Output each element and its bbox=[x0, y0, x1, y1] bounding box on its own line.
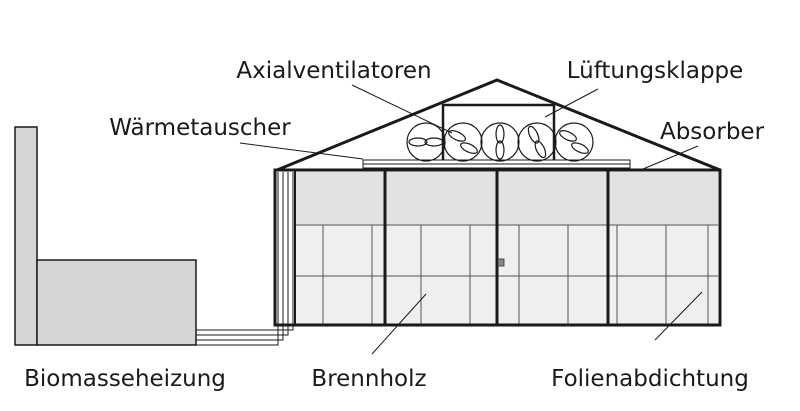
heat-exchanger bbox=[362, 159, 631, 169]
label-axialventilatoren: Axialventilatoren bbox=[236, 58, 432, 84]
label-folienabdichtung: Folienabdichtung bbox=[551, 366, 749, 392]
chimney bbox=[14, 126, 38, 346]
fan bbox=[554, 122, 594, 162]
fan bbox=[517, 122, 557, 162]
wall-lower bbox=[295, 225, 718, 325]
wall-grid bbox=[295, 224, 718, 325]
label-biomasseheizung: Biomasseheizung bbox=[24, 366, 226, 392]
leader-lines bbox=[239, 84, 703, 355]
ventilation-flap bbox=[441, 103, 556, 172]
label-lueftungsklappe: Lüftungsklappe bbox=[566, 58, 744, 84]
fan bbox=[443, 122, 483, 162]
label-absorber: Absorber bbox=[659, 119, 765, 145]
label-brennholz: Brennholz bbox=[311, 366, 427, 392]
label-waermetauscher: Wärmetauscher bbox=[109, 115, 291, 141]
building-frame bbox=[273, 78, 722, 327]
fan bbox=[480, 122, 520, 162]
absorber-band bbox=[295, 172, 718, 225]
fan bbox=[406, 122, 446, 162]
biomass-boiler bbox=[36, 259, 197, 346]
axial-fans bbox=[406, 122, 594, 162]
pipes bbox=[196, 172, 294, 346]
door-handle bbox=[497, 258, 505, 267]
